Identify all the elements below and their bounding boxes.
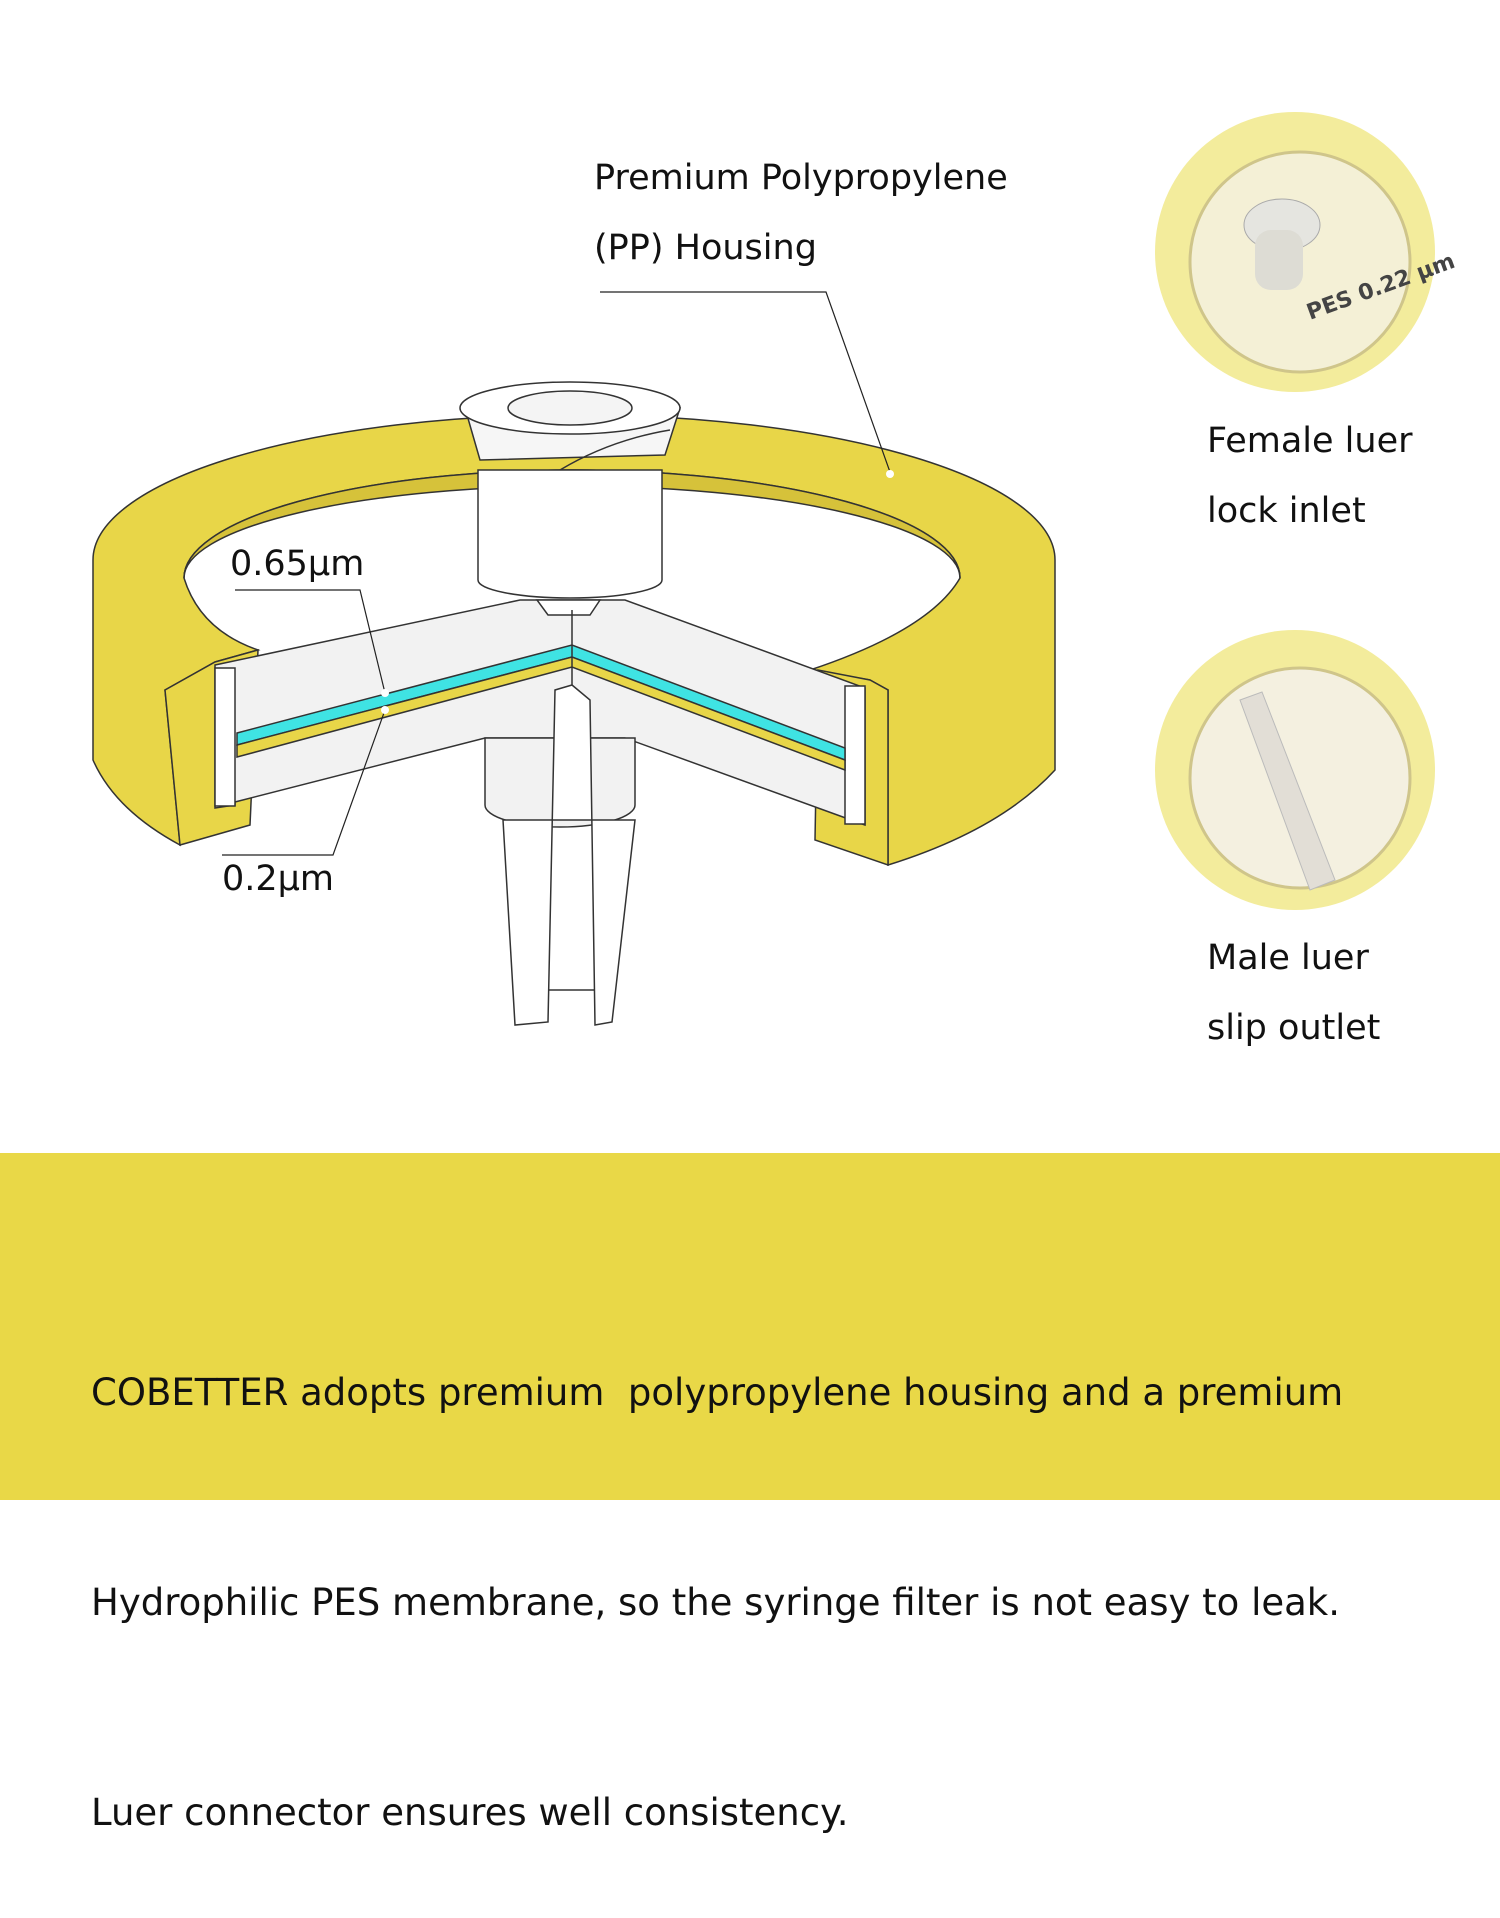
male-outlet-photo <box>1155 630 1435 910</box>
membrane-065-label: 0.65μm <box>230 544 365 584</box>
callout-dot <box>886 470 894 478</box>
female-inlet-caption-1: Female luer <box>1207 421 1413 461</box>
female-luer-inlet <box>459 381 682 599</box>
callout-leader-lines <box>222 291 891 856</box>
membrane-02-label: 0.2μm <box>222 859 335 899</box>
description-band <box>0 1153 1500 1500</box>
description-line: COBETTER adopts premium polypropylene ho… <box>91 1371 1344 1414</box>
callout-dot <box>381 689 389 697</box>
male-outlet-caption-1: Male luer <box>1207 938 1369 978</box>
filter-plate-cross-section <box>214 599 866 827</box>
male-luer-outlet <box>484 684 636 1026</box>
callout-dot <box>381 706 389 714</box>
housing-label-line1: Premium Polypropylene <box>594 158 1008 198</box>
description-text: COBETTER adopts premium polypropylene ho… <box>91 1218 1343 1918</box>
description-line: Luer connector ensures well consistency. <box>91 1791 849 1834</box>
male-outlet-caption-2: slip outlet <box>1207 1008 1381 1048</box>
female-inlet-photo: PES 0.22 μm <box>1155 112 1458 392</box>
housing-label-line2: (PP) Housing <box>594 228 817 268</box>
description-line: Hydrophilic PES membrane, so the syringe… <box>91 1581 1340 1624</box>
syringe-filter-cutaway-diagram: PES 0.22 μm <box>92 112 1458 1026</box>
female-inlet-caption-2: lock inlet <box>1207 491 1366 531</box>
